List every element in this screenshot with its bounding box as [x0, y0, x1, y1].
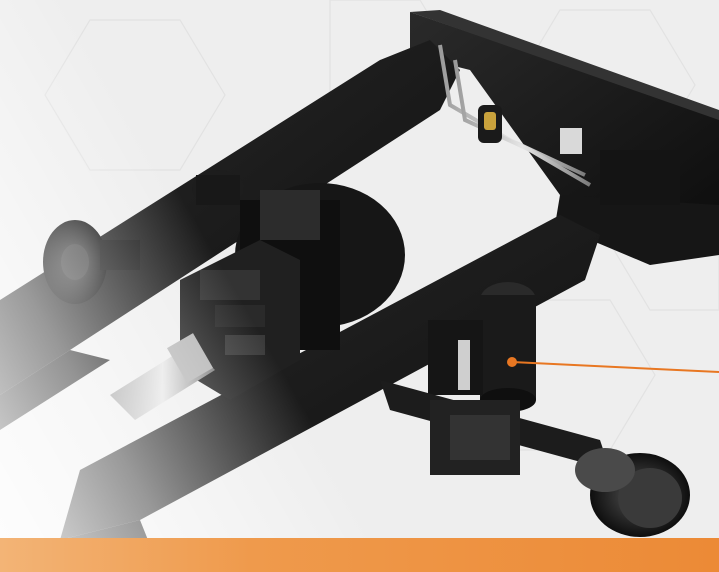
- rear-wheel-hub: [575, 448, 690, 537]
- orange-footer-band: [0, 538, 719, 572]
- callout-marker: [507, 357, 517, 367]
- shock-absorber-top: [192, 170, 244, 206]
- callout-line: [511, 361, 719, 373]
